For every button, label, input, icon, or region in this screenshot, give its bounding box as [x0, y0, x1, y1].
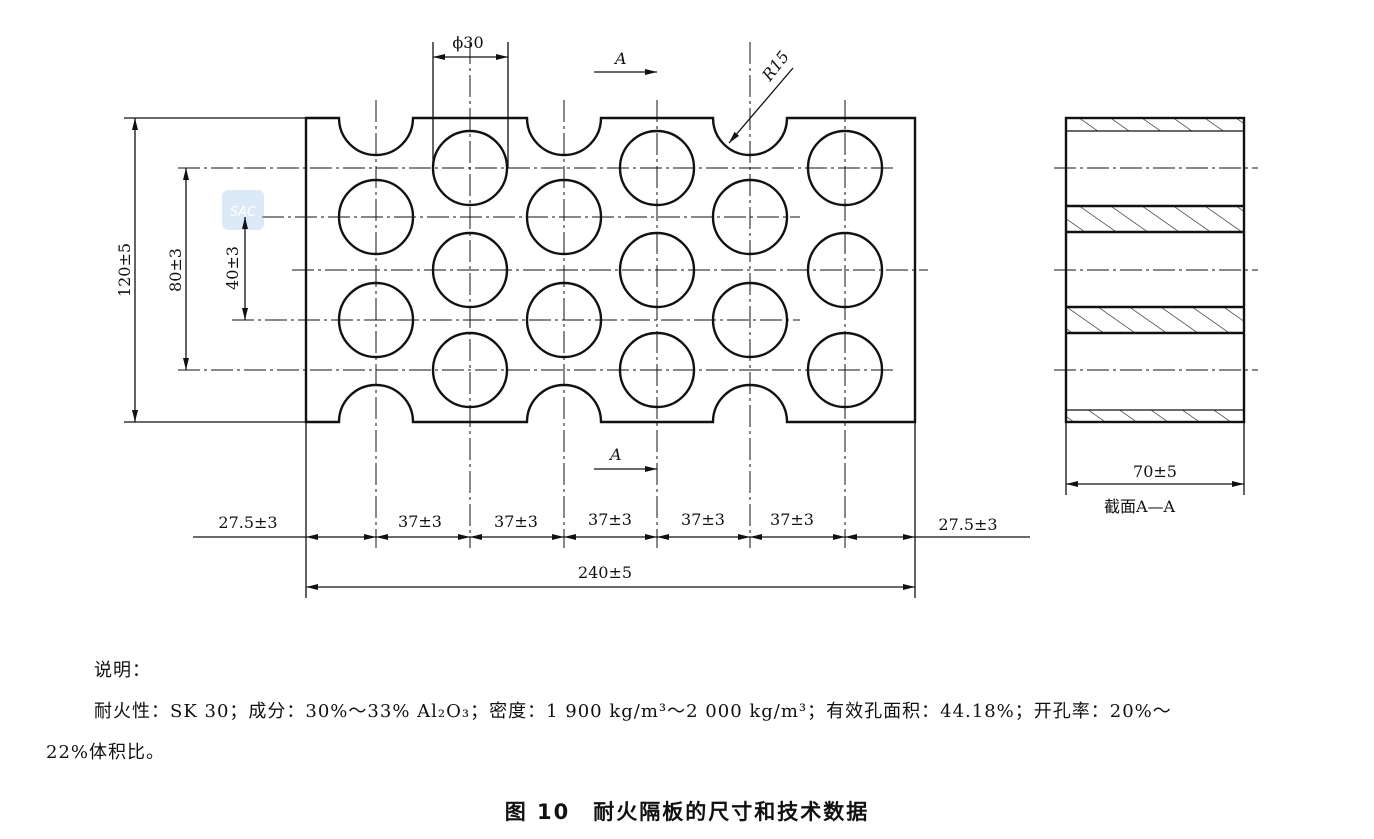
pitch-dim: 37±3 [770, 510, 814, 529]
edge-dim-left: 27.5±3 [218, 513, 277, 532]
section-label: 截面A—A [1104, 497, 1176, 516]
row-pitch-dim: 40±3 [223, 246, 242, 290]
edge-dim-right: 27.5±3 [938, 515, 997, 534]
pitch-dim: 37±3 [398, 512, 442, 531]
sac-watermark: SAC [222, 190, 264, 230]
section-marker-bottom: A [608, 445, 622, 464]
holes [337, 129, 884, 409]
height-dim: 120±5 [115, 243, 134, 297]
pitch-dim: 37±3 [494, 512, 538, 531]
hole-diameter-label: ϕ30 [452, 33, 483, 52]
pitch-dim: 37±3 [681, 510, 725, 529]
section-marker-top: A [613, 49, 627, 68]
notes-heading: 说明： [94, 660, 151, 681]
total-length-dim: 240±5 [578, 563, 632, 582]
notes-line-1: 耐火性：SK 30；成分：30%～33% Al₂O₃；密度：1 900 kg/m… [94, 701, 1172, 722]
figure-caption: 图 10 耐火隔板的尺寸和技术数据 [504, 800, 870, 824]
thickness-dim: 70±5 [1133, 462, 1177, 481]
svg-text:SAC: SAC [230, 205, 257, 220]
notes-line-2: 22%体积比。 [46, 742, 166, 763]
center-lines [178, 42, 928, 548]
section-view [1054, 116, 1258, 495]
row-span-dim: 80±3 [166, 248, 185, 292]
radius-label: R15 [758, 47, 794, 85]
pitch-dim: 37±3 [588, 510, 632, 529]
horizontal-dims [305, 422, 916, 598]
